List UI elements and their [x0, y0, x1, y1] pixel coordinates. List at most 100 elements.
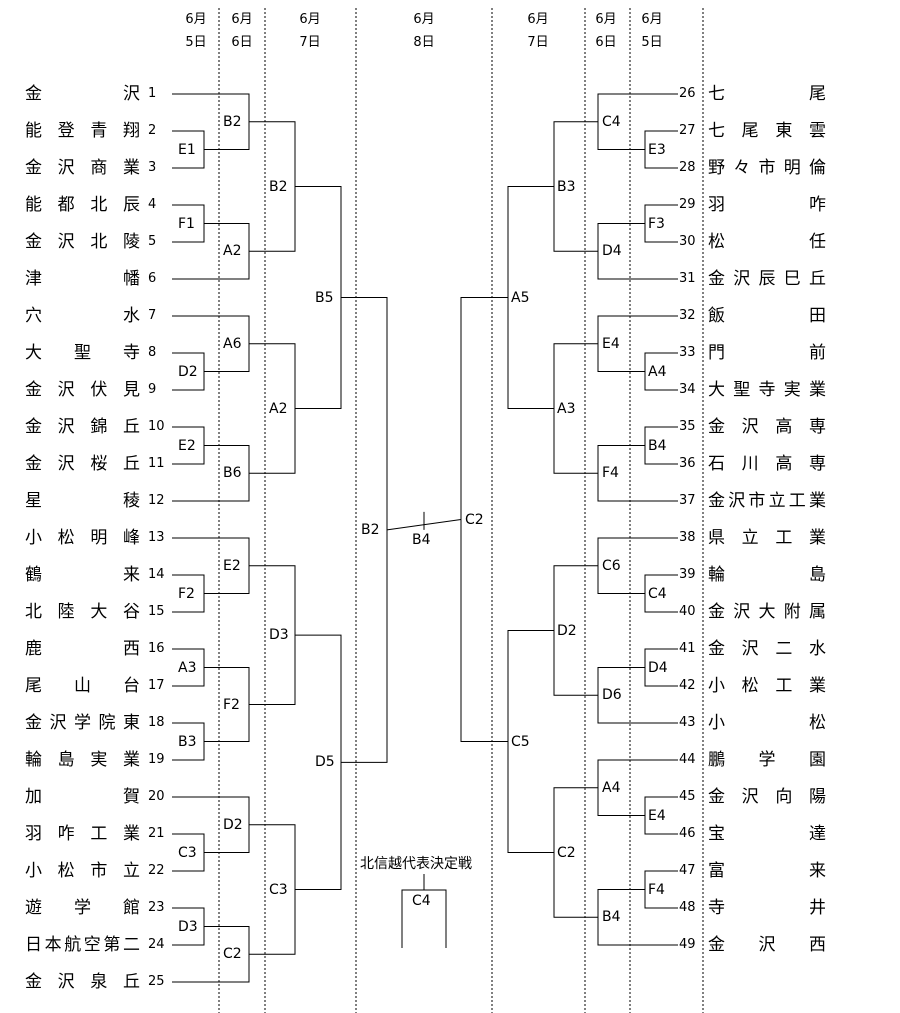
final-match-code: B4	[411, 531, 432, 548]
team-name-left: 加賀	[25, 787, 140, 807]
team-name-left: 金沢泉丘	[25, 972, 140, 992]
team-name-right: 輪島	[708, 565, 826, 585]
date-header-month: 6月	[527, 12, 549, 27]
match-code: B4	[601, 909, 622, 926]
match-code: F2	[222, 696, 241, 713]
date-header-month: 6月	[641, 12, 663, 27]
team-name-right: 鵬学園	[708, 750, 826, 770]
seed-number: 26	[679, 86, 696, 101]
seed-number: 43	[679, 715, 696, 730]
seed-number: 36	[679, 456, 696, 471]
date-header-month: 6月	[413, 12, 435, 27]
team-name-left: 羽咋工業	[25, 824, 140, 844]
date-header-day: 7日	[299, 35, 321, 50]
seed-number: 15	[148, 604, 165, 619]
team-name-left: 金沢桜丘	[25, 454, 140, 474]
seed-number: 1	[148, 86, 157, 101]
seed-number: 28	[679, 160, 696, 175]
seed-number: 46	[679, 826, 696, 841]
match-code: B2	[360, 521, 381, 538]
seed-number: 13	[148, 530, 165, 545]
team-name-right: 七尾東雲	[708, 121, 826, 141]
match-code: A5	[510, 289, 531, 306]
team-name-right: 羽咋	[708, 195, 826, 215]
seed-number: 49	[679, 937, 696, 952]
team-name-right: 大聖寺実業	[708, 380, 826, 400]
match-code: F2	[177, 585, 196, 602]
match-code: B6	[222, 465, 243, 482]
match-code: C2	[222, 946, 243, 963]
seed-number: 12	[148, 493, 165, 508]
seed-number: 42	[679, 678, 696, 693]
seed-number: 48	[679, 900, 696, 915]
seed-number: 4	[148, 197, 157, 212]
match-code: E3	[647, 141, 667, 158]
seed-number: 21	[148, 826, 165, 841]
date-header-day: 6日	[595, 35, 617, 50]
seed-number: 32	[679, 308, 696, 323]
team-name-right: 野々市明倫	[708, 158, 826, 178]
match-code: E1	[177, 141, 197, 158]
seed-number: 31	[679, 271, 696, 286]
seed-number: 39	[679, 567, 696, 582]
team-name-left: 日本航空第二	[25, 935, 140, 955]
seed-number: 47	[679, 863, 696, 878]
seed-number: 17	[148, 678, 165, 693]
date-header-day: 5日	[641, 35, 663, 50]
team-name-left: 小松明峰	[25, 528, 140, 548]
match-code: A2	[268, 400, 289, 417]
team-name-left: 津幡	[25, 269, 140, 289]
team-name-right: 金沢辰巳丘	[708, 269, 826, 289]
team-name-left: 金沢伏見	[25, 380, 140, 400]
seed-number: 11	[148, 456, 165, 471]
seed-number: 45	[679, 789, 696, 804]
team-name-right: 石川高専	[708, 454, 826, 474]
seed-number: 2	[148, 123, 157, 138]
match-code: A4	[647, 363, 668, 380]
match-code: C2	[464, 511, 485, 528]
seed-number: 20	[148, 789, 165, 804]
seed-number: 25	[148, 974, 165, 989]
seed-number: 41	[679, 641, 696, 656]
match-code: C4	[601, 113, 622, 130]
date-header-day: 8日	[413, 35, 435, 50]
match-code: C4	[647, 585, 668, 602]
match-code: E4	[601, 335, 621, 352]
match-code: F1	[177, 215, 196, 232]
match-code: F4	[601, 465, 620, 482]
match-code: C5	[510, 733, 531, 750]
hokushinetsu-line	[401, 889, 447, 948]
match-code: B2	[222, 113, 243, 130]
match-code: D3	[268, 627, 290, 644]
seed-number: 29	[679, 197, 696, 212]
team-name-right: 寺井	[708, 898, 826, 918]
match-code: F4	[647, 881, 666, 898]
match-code: A2	[222, 243, 243, 260]
seed-number: 7	[148, 308, 157, 323]
date-header-day: 5日	[185, 35, 207, 50]
seed-number: 30	[679, 234, 696, 249]
seed-number: 27	[679, 123, 696, 138]
match-code: E4	[647, 807, 667, 824]
match-code: D2	[556, 622, 578, 639]
team-name-left: 金沢	[25, 84, 140, 104]
match-code: D4	[601, 243, 623, 260]
team-name-left: 小松市立	[25, 861, 140, 881]
team-name-right: 金沢大附属	[708, 602, 826, 622]
team-name-left: 能登青翔	[25, 121, 140, 141]
team-name-left: 能都北辰	[25, 195, 140, 215]
seed-number: 9	[148, 382, 157, 397]
seed-number: 37	[679, 493, 696, 508]
team-name-left: 遊学館	[25, 898, 140, 918]
seed-number: 5	[148, 234, 157, 249]
match-code: A6	[222, 335, 243, 352]
match-code: F3	[647, 215, 666, 232]
hokushinetsu-code: C4	[411, 893, 432, 909]
seed-number: 8	[148, 345, 157, 360]
seed-number: 40	[679, 604, 696, 619]
match-code: D4	[647, 659, 669, 676]
team-name-left: 鶴来	[25, 565, 140, 585]
match-code: A3	[556, 400, 577, 417]
match-code: C2	[556, 844, 577, 861]
